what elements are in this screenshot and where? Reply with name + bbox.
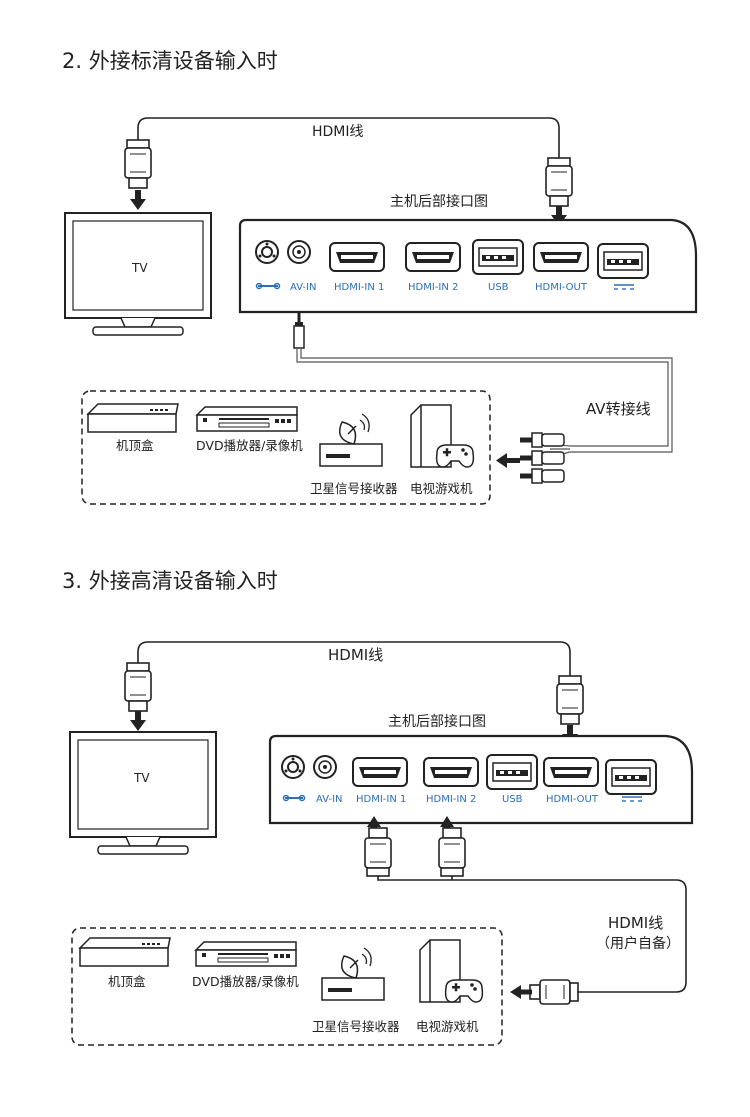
power-port-icon	[255, 240, 279, 264]
port-label-usb: USB	[502, 794, 523, 805]
hdmi-cable-label: HDMI线	[328, 646, 383, 664]
hdmi-in-2-port-icon	[405, 242, 461, 272]
dvd-player-icon	[196, 406, 298, 432]
hdmi-cable2-label: HDMI线	[608, 914, 663, 932]
device-label-satellite: 卫星信号接收器	[310, 481, 398, 496]
hdmi-cable-label: HDMI线	[312, 124, 364, 140]
arrow-down-icon	[130, 190, 146, 210]
hdmi-plug-icon	[556, 675, 584, 725]
hdmi-plug-icon	[529, 979, 579, 1005]
device-label-dvd: DVD播放器/录像机	[192, 974, 299, 989]
hdmi-cable-line	[137, 641, 571, 680]
tv-label: TV	[131, 261, 148, 275]
hdmi-cable-line	[137, 117, 560, 160]
port-label-hdmi-out: HDMI-OUT	[546, 794, 599, 805]
hdmi-plug-icon	[124, 662, 152, 712]
rca-plug-icon	[519, 468, 565, 484]
port-label-hdmi-in-2: HDMI-IN 2	[426, 794, 476, 805]
av-jack-plug-icon	[293, 312, 305, 349]
hdmi-plug-icon	[124, 139, 152, 189]
hdmi-in-2-port-icon	[423, 757, 479, 787]
device-label-dvd: DVD播放器/录像机	[196, 438, 303, 453]
port-label-usb: USB	[488, 282, 509, 293]
port-label-av-in: AV-IN	[290, 282, 317, 293]
arrow-down-icon	[130, 711, 146, 731]
section2-diagram: HDMI线 主机后部接口图 TV AV-IN HDMI-IN 1 HDMI-IN…	[64, 117, 698, 505]
tv-icon	[69, 731, 217, 855]
section3-title: 3. 外接高清设备输入时	[62, 569, 278, 593]
av-cable-line	[300, 348, 673, 453]
usb-port-icon	[605, 759, 657, 795]
wrench-icon	[282, 794, 306, 802]
av-cable-label: AV转接线	[586, 400, 651, 418]
port-label-hdmi-in-2: HDMI-IN 2	[408, 282, 458, 293]
arrow-left-icon	[510, 985, 532, 999]
usb-port-icon	[486, 754, 538, 790]
game-console-icon	[410, 404, 475, 468]
power-port-icon	[281, 755, 305, 779]
device-label-stb: 机顶盒	[116, 438, 154, 453]
satellite-receiver-icon	[319, 413, 383, 467]
av-in-port-icon	[287, 240, 311, 264]
arrow-left-icon	[496, 453, 520, 468]
wrench-icon	[255, 282, 281, 290]
hdmi-cable2-line	[377, 876, 687, 993]
port-label-hdmi-in-1: HDMI-IN 1	[356, 794, 406, 805]
dc-power-icon	[614, 284, 634, 290]
device-label-game: 电视游戏机	[410, 481, 473, 496]
device-group-box	[81, 390, 491, 505]
port-label-hdmi-out: HDMI-OUT	[535, 282, 588, 293]
section2-title: 2. 外接标清设备输入时	[62, 49, 278, 73]
panel-label: 主机后部接口图	[390, 193, 488, 210]
usb-port-icon	[472, 239, 524, 275]
hdmi-out-port-icon	[533, 242, 589, 272]
section3-diagram: HDMI线 主机后部接口图 TV AV-IN HDMI-IN 1 HDMI-IN…	[69, 641, 694, 1046]
hdmi-cable2-note: （用户自备）	[596, 935, 680, 952]
panel-label: 主机后部接口图	[388, 713, 486, 730]
hdmi-plug-icon	[545, 157, 573, 207]
device-label-stb: 机顶盒	[108, 974, 146, 989]
satellite-receiver-icon	[321, 947, 385, 1001]
rca-plug-icon	[519, 450, 565, 466]
device-label-game: 电视游戏机	[416, 1019, 479, 1034]
hdmi-in-1-port-icon	[352, 757, 408, 787]
usb-port-icon	[597, 243, 649, 279]
hdmi-in-1-port-icon	[329, 242, 385, 272]
av-in-port-icon	[313, 755, 337, 779]
hdmi-plug-icon	[364, 827, 392, 877]
rca-plug-icon	[519, 432, 565, 448]
tv-label: TV	[133, 771, 150, 785]
set-top-box-icon	[79, 937, 171, 967]
hdmi-out-port-icon	[543, 757, 599, 787]
set-top-box-icon	[87, 403, 179, 433]
dvd-player-icon	[195, 941, 297, 967]
av-cable-line	[296, 348, 669, 447]
port-label-hdmi-in-1: HDMI-IN 1	[334, 282, 384, 293]
game-console-icon	[419, 939, 484, 1003]
dc-power-icon	[622, 796, 642, 802]
port-label-av-in: AV-IN	[316, 794, 343, 805]
hdmi-plug-icon	[438, 827, 466, 877]
device-label-satellite: 卫星信号接收器	[312, 1019, 400, 1034]
